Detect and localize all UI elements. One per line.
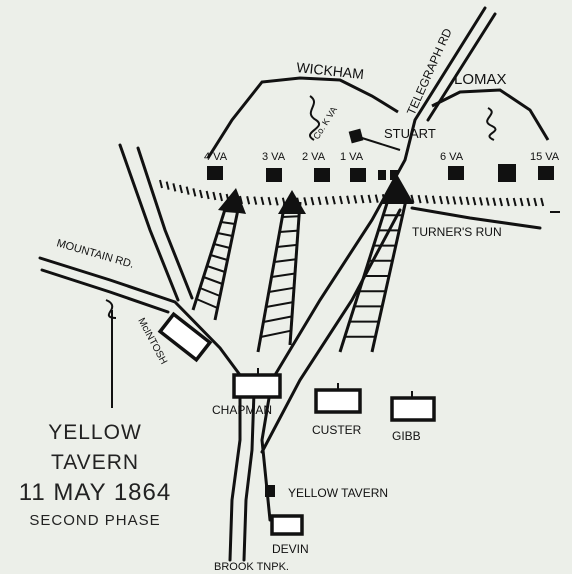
title-line-place: YELLOW <box>48 421 142 444</box>
unit-15-va <box>538 166 554 180</box>
label-co-k-va: Co. K VA <box>311 105 339 141</box>
label-unit-3-va: 3 VA <box>262 151 286 163</box>
union-units <box>157 311 436 536</box>
label-unit-1-va: 1 VA <box>340 151 364 163</box>
turners-run-edge <box>410 206 542 230</box>
label-unit-6-va: 6 VA <box>440 151 464 163</box>
brook-turnpike <box>228 378 242 562</box>
wickham-squiggle <box>309 95 320 141</box>
north-arrow-icon <box>105 299 117 408</box>
label-chapman: CHAPMAN <box>212 403 272 417</box>
unit-extra <box>498 164 516 182</box>
label-unit-4-va: 4 VA <box>204 151 228 163</box>
unit-mcintosh-box <box>157 311 213 363</box>
label-brook-tnpk: BROOK TNPK. <box>214 561 289 573</box>
unit-4-va <box>207 166 223 180</box>
arrow-left <box>191 188 246 321</box>
unit-devin-box <box>270 514 304 536</box>
roads <box>38 6 542 562</box>
yellow-tavern-marker <box>265 485 275 497</box>
wickham-ridge <box>206 76 399 159</box>
arrow-middle <box>256 190 306 353</box>
label-gibb: GIBB <box>392 429 421 443</box>
label-custer: CUSTER <box>312 423 362 437</box>
lomax-ridge <box>431 88 550 141</box>
unit-3-va <box>266 168 282 182</box>
confederate-line <box>207 128 560 213</box>
front-hachures <box>159 179 545 207</box>
unit-gibb-box <box>390 396 436 422</box>
label-lomax: LOMAX <box>454 71 507 88</box>
north-branch-road-edge <box>136 146 194 300</box>
unit-6-va <box>448 166 464 180</box>
label-telegraph-rd: TELEGRAPH RD <box>404 26 455 117</box>
unit-2-va <box>314 168 330 182</box>
lomax-squiggle <box>486 107 497 141</box>
north-branch-road <box>118 143 180 302</box>
label-stuart: STUART <box>384 126 436 141</box>
ridges <box>206 76 550 159</box>
title-line-phase: SECOND PHASE <box>29 512 161 529</box>
diagonal-road <box>260 208 402 454</box>
map-title: YELLOW TAVERN 11 MAY 1864 SECOND PHASE <box>0 418 190 534</box>
label-wickham: WICKHAM <box>296 59 365 82</box>
brook-turnpike-edge <box>242 390 256 562</box>
stuart-link <box>361 137 401 151</box>
mountain-road <box>38 256 242 377</box>
unit-chapman-box <box>232 373 282 399</box>
unit-small-b <box>390 170 398 180</box>
arrow-right <box>338 176 414 353</box>
mountain-road-south-edge <box>40 268 170 314</box>
unit-1-va <box>350 168 366 182</box>
label-devin: DEVIN <box>272 542 309 556</box>
title-line-place-2: TAVERN <box>50 451 140 474</box>
title-line-date: 11 MAY 1864 <box>18 479 172 506</box>
label-unit-15-va: 15 VA <box>530 151 560 163</box>
unit-co-k-va <box>348 128 364 144</box>
label-turners-run: TURNER'S RUN <box>412 225 502 239</box>
label-unit-2-va: 2 VA <box>302 151 326 163</box>
attack-arrows <box>191 176 414 353</box>
label-yellow-tavern: YELLOW TAVERN <box>288 486 388 500</box>
unit-small-a <box>378 170 386 180</box>
telegraph-road <box>260 6 487 522</box>
unit-custer-box <box>314 388 362 414</box>
